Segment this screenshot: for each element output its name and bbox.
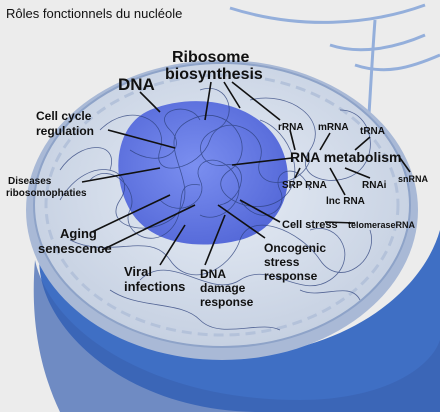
page-title: Rôles fonctionnels du nucléole (6, 6, 183, 21)
label-oncogenic-3: response (264, 269, 318, 283)
label-cell-cycle-2: regulation (36, 124, 94, 138)
label-rna-metabolism: RNA metabolism (290, 149, 402, 165)
label-aging-1: Aging (60, 226, 97, 241)
label-trna: tRNA (360, 126, 385, 137)
label-diseases-1: Diseases (8, 176, 52, 187)
chromatin (59, 88, 372, 331)
label-dna-damage-3: response (200, 295, 254, 309)
label-viral-1: Viral (124, 264, 152, 279)
label-dna: DNA (118, 75, 155, 94)
label-dna-damage-2: damage (200, 281, 246, 295)
label-oncogenic-2: stress (264, 255, 300, 269)
label-oncogenic-1: Oncogenic (264, 241, 326, 255)
nucleus-inner-ring (44, 73, 400, 337)
label-lnc-rna: lnc RNA (326, 196, 365, 207)
label-cell-stress: Cell stress (282, 219, 338, 231)
label-mrna: mRNA (318, 122, 349, 133)
label-ribosome-biosynthesis-1: Ribosome (172, 49, 249, 66)
label-rnai: RNAi (362, 180, 387, 191)
cell-cytoplasm-shadow (33, 260, 440, 412)
leader-lines (81, 81, 411, 266)
label-ribosome-biosynthesis-2: biosynthesis (165, 66, 263, 83)
label-rrna: rRNA (278, 122, 304, 133)
label-diseases-2: ribosomophaties (6, 188, 87, 199)
label-cell-cycle-1: Cell cycle (36, 109, 92, 123)
label-srp-rna: SRP RNA (282, 180, 327, 191)
label-snrna: snRNA (398, 174, 429, 184)
label-aging-2: senescence (38, 241, 112, 256)
label-dna-damage-1: DNA (200, 267, 226, 281)
cell-cytoplasm (39, 230, 440, 412)
label-telomerase-rna: telomeraseRNA (348, 220, 416, 230)
labels: Ribosome biosynthesis DNA Cell cycle reg… (6, 49, 429, 309)
nucleolus (118, 101, 288, 245)
label-viral-2: infections (124, 279, 185, 294)
